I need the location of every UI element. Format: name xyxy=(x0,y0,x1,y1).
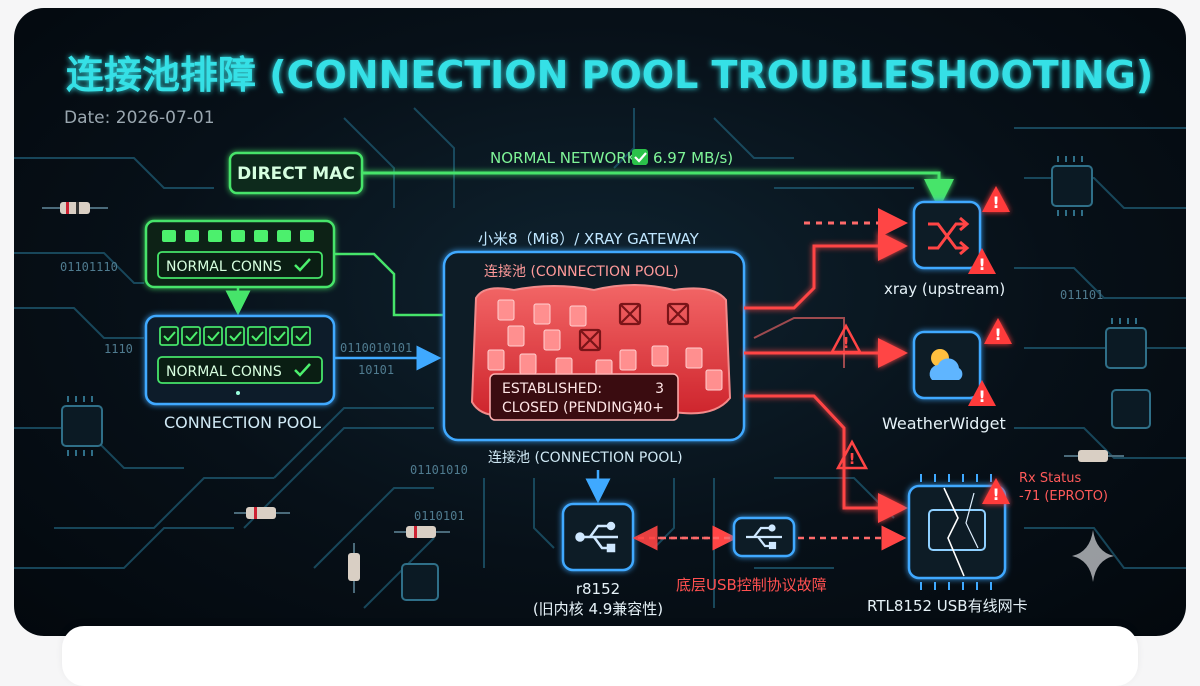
warning-icon: ! ! ! ! ! ! ! xyxy=(829,186,1012,504)
connection-pool-label: CONNECTION POOL xyxy=(164,413,321,432)
r8152-subtitle: (旧内核 4.9兼容性) xyxy=(533,600,663,618)
xray-label: xray (upstream) xyxy=(884,280,1005,298)
binary-text: 1110 xyxy=(104,342,133,356)
check-icon xyxy=(632,149,648,165)
svg-text:!: ! xyxy=(978,387,985,406)
diagram-board: 01101110 1110 0110010101 10101 01101010 … xyxy=(14,8,1186,636)
page-title: 连接池排障 (CONNECTION POOL TROUBLESHOOTING) xyxy=(66,53,1153,97)
normal-network-line xyxy=(362,171,954,209)
normal-conns-top-label: NORMAL CONNS xyxy=(166,259,282,275)
established-value: 3 xyxy=(655,381,664,397)
sparkle-icon xyxy=(1072,530,1114,582)
rtl-label: RTL8152 USB有线网卡 xyxy=(867,597,1028,615)
svg-text:!: ! xyxy=(992,485,999,504)
closed-label: CLOSED (PENDING): xyxy=(502,400,643,416)
rx-status-code: -71 (EPROTO) xyxy=(1019,489,1108,504)
closed-connection-icons xyxy=(487,299,723,397)
usb-hub-node xyxy=(732,516,796,558)
r8152-driver-node xyxy=(561,502,635,572)
check-icon xyxy=(163,331,308,342)
established-label: ESTABLISHED: xyxy=(502,381,602,397)
normal-network-speed: 6.97 MB/s) xyxy=(653,149,733,167)
connection-pool-box: NORMAL CONNS xyxy=(144,314,336,406)
check-icon xyxy=(294,363,311,377)
direct-mac-node: DIRECT MAC xyxy=(228,151,364,195)
binary-text: 0110010101 xyxy=(340,341,412,355)
svg-text:!: ! xyxy=(849,450,856,468)
usb-icon xyxy=(575,521,618,553)
normal-conns-top-box: NORMAL CONNS xyxy=(144,219,336,289)
binary-text: 0110101 xyxy=(414,509,465,523)
gateway-box: 连接池 (CONNECTION POOL) ESTABLISHED: 3 CLO… xyxy=(442,250,746,442)
bottom-panel xyxy=(62,626,1138,686)
shuffle-icon xyxy=(928,216,970,256)
chip-icon xyxy=(61,165,1151,601)
usb-icon xyxy=(746,524,782,550)
check-icon xyxy=(294,258,311,272)
pool-top-label: 连接池 (CONNECTION POOL) xyxy=(484,263,679,280)
weather-label: WeatherWidget xyxy=(882,414,1006,433)
usb-fault-label: 底层USB控制协议故障 xyxy=(676,576,827,594)
rtl8152-chip xyxy=(907,474,1007,590)
pool-status-panel: ESTABLISHED: 3 CLOSED (PENDING): 40+ xyxy=(489,373,679,421)
binary-text: 01101110 xyxy=(60,260,118,274)
gateway-title: 小米8（Mi8）/ XRAY GATEWAY xyxy=(478,230,700,248)
normal-conns-bottom-label: NORMAL CONNS xyxy=(166,364,282,380)
normal-network-label: NORMAL NETWORK ( xyxy=(490,149,647,167)
date-text: Date: 2026-07-01 xyxy=(64,108,215,128)
binary-text: 10101 xyxy=(358,363,394,377)
svg-text:!: ! xyxy=(978,255,985,274)
chip-pins xyxy=(67,156,1137,456)
closed-value: 40+ xyxy=(634,400,664,416)
weather-icon xyxy=(929,349,963,380)
binary-text: 01101010 xyxy=(410,463,468,477)
broken-connection-icons xyxy=(578,302,690,352)
weather-widget-node xyxy=(912,330,982,400)
binary-text: 011101 xyxy=(1060,288,1103,302)
pool-bottom-label: 连接池 (CONNECTION POOL) xyxy=(488,449,683,466)
diagram-canvas: 01101110 1110 0110010101 10101 01101010 … xyxy=(14,53,1186,618)
circuit-traces xyxy=(14,107,1186,609)
svg-text:!: ! xyxy=(843,334,850,352)
xray-upstream-node xyxy=(912,200,982,270)
rx-status-label: Rx Status xyxy=(1019,471,1082,486)
pool-to-gateway-line xyxy=(334,252,444,317)
svg-text:!: ! xyxy=(992,193,999,212)
svg-text:!: ! xyxy=(994,325,1001,344)
r8152-label: r8152 xyxy=(576,580,620,598)
error-flow-lines xyxy=(744,231,908,523)
resistor-icon xyxy=(42,202,1124,593)
direct-mac-label: DIRECT MAC xyxy=(237,164,355,184)
